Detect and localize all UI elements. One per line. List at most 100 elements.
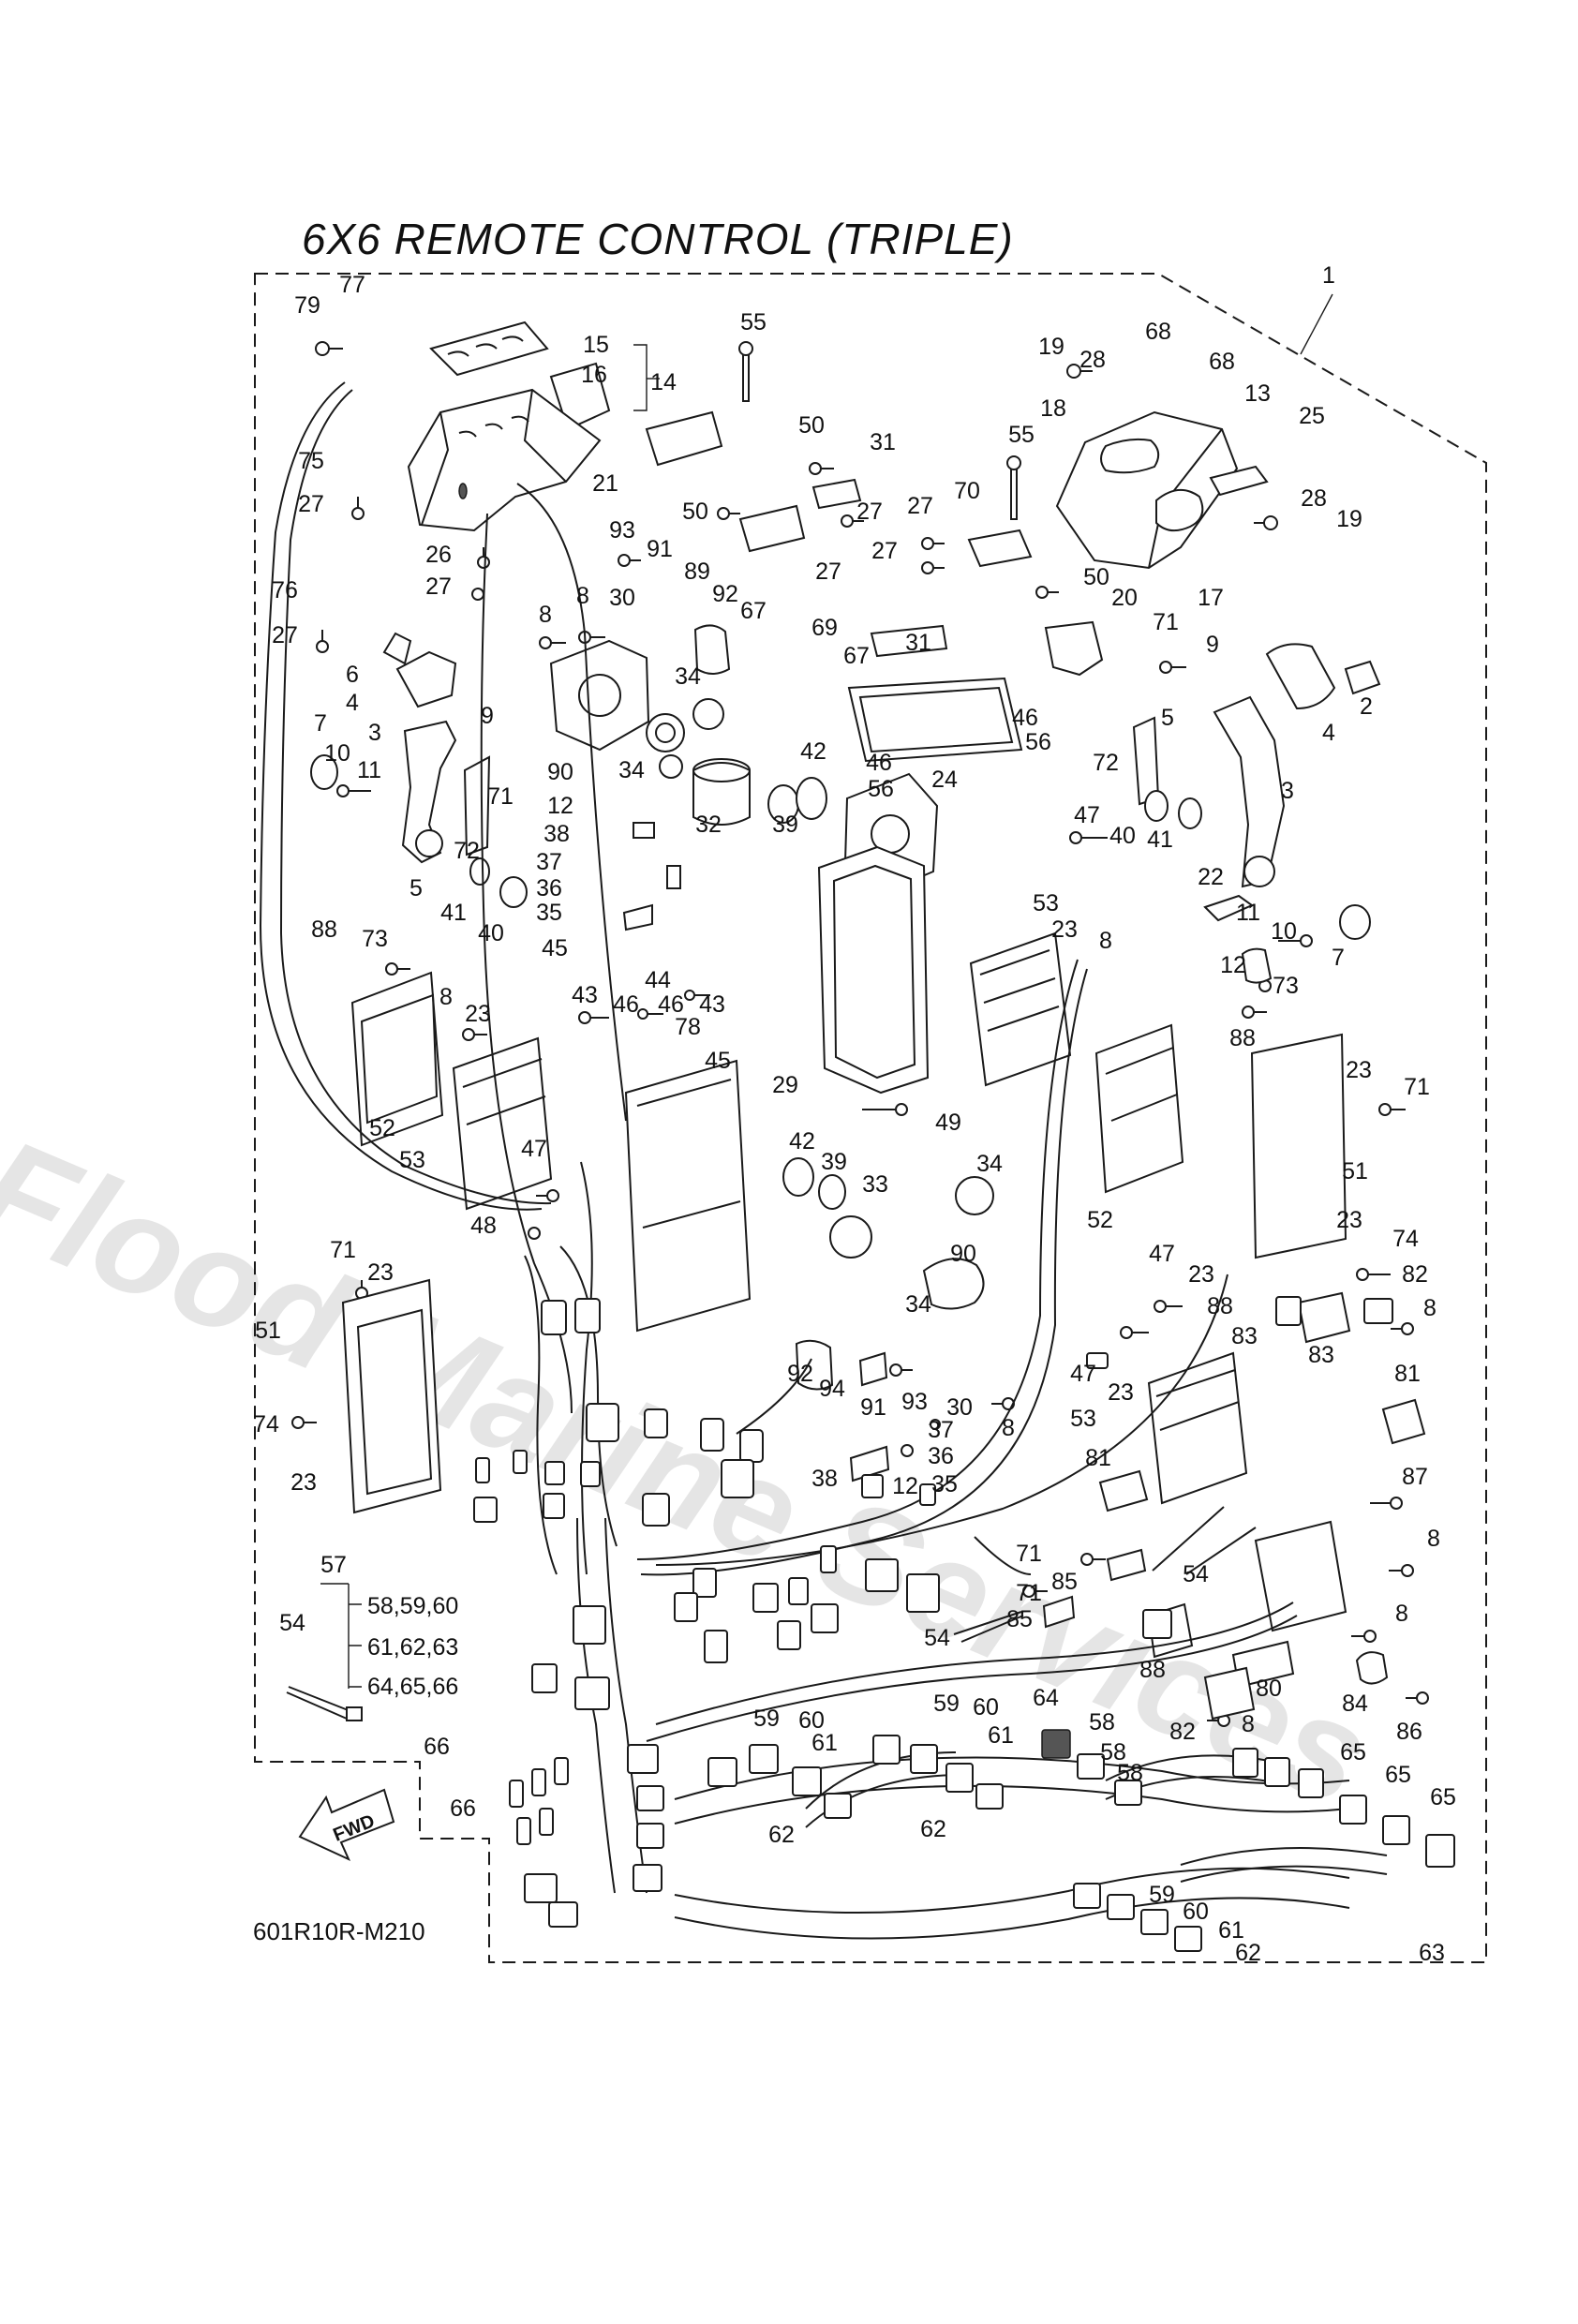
callout-83: 83 — [1231, 1323, 1258, 1349]
callout-91: 91 — [647, 536, 673, 562]
callout-86: 86 — [1396, 1719, 1422, 1745]
callout-61: 61 — [1218, 1917, 1244, 1944]
callout-88: 88 — [311, 916, 337, 943]
callout-70: 70 — [954, 478, 980, 504]
callout-23: 23 — [290, 1469, 317, 1496]
callout-79: 79 — [294, 292, 320, 319]
callout-52: 52 — [1087, 1207, 1113, 1233]
callout-8: 8 — [576, 583, 589, 609]
callout-71: 71 — [1016, 1580, 1042, 1606]
callout-66: 66 — [450, 1795, 476, 1822]
bracket-57 — [320, 1583, 362, 1689]
callout-54: 54 — [924, 1625, 950, 1651]
callout-46: 46 — [1012, 705, 1038, 731]
callout-25: 25 — [1299, 403, 1325, 429]
ecu-modules — [341, 845, 1426, 1721]
callout-62: 62 — [768, 1822, 795, 1848]
callout-27: 27 — [907, 493, 933, 519]
callout-39: 39 — [772, 812, 798, 838]
callout-62: 62 — [1235, 1940, 1261, 1966]
callout-37: 37 — [928, 1417, 954, 1443]
callout-23: 23 — [1346, 1057, 1372, 1083]
callout-42: 42 — [789, 1128, 815, 1155]
callout-2: 2 — [1360, 693, 1373, 720]
callout-71: 71 — [330, 1237, 356, 1263]
callout-6: 6 — [346, 662, 359, 688]
callout-41: 41 — [1147, 827, 1173, 853]
callout-19: 19 — [1038, 334, 1064, 360]
callout-71: 71 — [487, 783, 514, 810]
callout-68: 68 — [1145, 319, 1171, 345]
callout-31: 31 — [905, 630, 931, 656]
callout-23: 23 — [1336, 1207, 1362, 1233]
callout-71: 71 — [1404, 1074, 1430, 1100]
callout-50: 50 — [798, 412, 825, 439]
callout-8: 8 — [1427, 1526, 1440, 1552]
callout-45: 45 — [542, 935, 568, 961]
callout-1: 1 — [1322, 262, 1335, 289]
callout-82: 82 — [1169, 1719, 1196, 1745]
callout-72: 72 — [1093, 750, 1119, 776]
callout-49: 49 — [935, 1110, 961, 1136]
callout-92: 92 — [712, 581, 738, 607]
callout-54: 54 — [1183, 1561, 1209, 1587]
diagram-title: 6X6 REMOTE CONTROL (TRIPLE) — [302, 215, 1014, 263]
callout-1-leader — [1300, 293, 1333, 355]
callout-27: 27 — [856, 499, 883, 525]
callout-89: 89 — [684, 559, 710, 585]
callout-93: 93 — [609, 517, 635, 544]
callout-58: 58 — [1100, 1739, 1126, 1765]
callout-8: 8 — [1423, 1295, 1437, 1321]
callout-22: 22 — [1198, 864, 1224, 890]
fwd-arrow: FWD — [298, 1788, 395, 1862]
callout-64: 64 — [1033, 1685, 1059, 1711]
callout-4: 4 — [1322, 720, 1335, 746]
callout-7: 7 — [1332, 945, 1345, 971]
callout-80: 80 — [1256, 1676, 1282, 1702]
callout-27: 27 — [298, 491, 324, 517]
callout-16: 16 — [581, 362, 607, 388]
callout-27: 27 — [815, 559, 841, 585]
callout-46: 46 — [866, 750, 892, 776]
callout-34: 34 — [618, 757, 645, 783]
callout-91: 91 — [860, 1394, 886, 1421]
callout-51: 51 — [1342, 1158, 1368, 1184]
callout-44: 44 — [645, 967, 671, 993]
callout-53: 53 — [399, 1147, 425, 1173]
callout-18: 18 — [1040, 395, 1066, 422]
callout-71: 71 — [1153, 609, 1179, 635]
callout-23: 23 — [1188, 1261, 1214, 1288]
callout-90: 90 — [547, 759, 573, 785]
callout-38: 38 — [543, 821, 570, 847]
callout-11: 11 — [1236, 900, 1260, 926]
callout-23: 23 — [1108, 1379, 1134, 1406]
callout-94: 94 — [819, 1376, 845, 1402]
callout-60: 60 — [973, 1694, 999, 1721]
callout-81: 81 — [1085, 1445, 1111, 1471]
callout-73: 73 — [1273, 973, 1299, 999]
callout-11: 11 — [357, 757, 381, 783]
callout-5: 5 — [1161, 705, 1174, 731]
callout-59: 59 — [933, 1691, 960, 1717]
callout-47: 47 — [521, 1136, 547, 1162]
callout-75: 75 — [298, 448, 324, 474]
callout-92: 92 — [787, 1361, 813, 1387]
callout-59: 59 — [1149, 1882, 1175, 1908]
callout-40: 40 — [478, 920, 504, 946]
callout-54: 54 — [279, 1610, 305, 1636]
bracket-14 — [633, 344, 648, 411]
callout-10: 10 — [324, 740, 350, 767]
callout-15: 15 — [583, 332, 609, 358]
callout-73: 73 — [362, 926, 388, 952]
callout-33: 33 — [862, 1171, 888, 1198]
callout-10: 10 — [1271, 918, 1297, 945]
drawing-code: 601R10R-M210 — [253, 1917, 425, 1945]
callout-23: 23 — [1051, 916, 1078, 943]
callout-87: 87 — [1402, 1464, 1428, 1490]
callout-83: 83 — [1308, 1342, 1334, 1368]
callout-27: 27 — [871, 538, 898, 564]
callout-47: 47 — [1070, 1361, 1096, 1387]
callout-53: 53 — [1070, 1406, 1096, 1432]
callout-8: 8 — [1242, 1711, 1255, 1737]
